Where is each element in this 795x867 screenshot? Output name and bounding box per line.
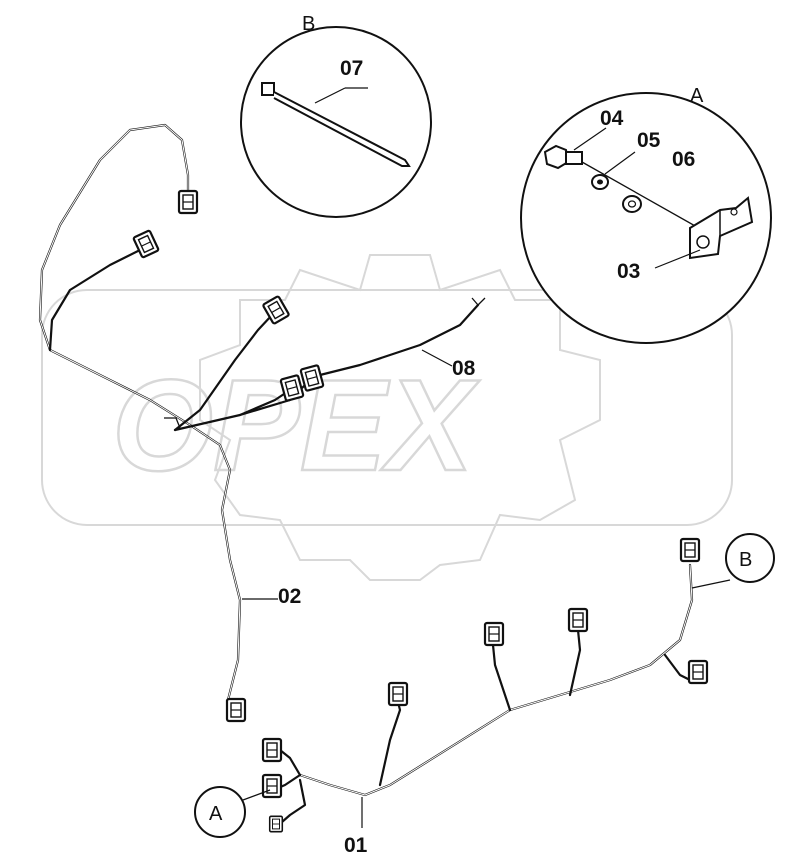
callout-bubble-b: B xyxy=(725,533,775,583)
connector-icon xyxy=(483,621,505,647)
callout-b-letter: B xyxy=(739,549,752,571)
part-label-03: 03 xyxy=(617,260,640,283)
connector-icon xyxy=(132,229,160,259)
connector-icon xyxy=(225,697,247,723)
part-label-02: 02 xyxy=(278,585,301,608)
connector-icon xyxy=(567,607,589,633)
detail-view-b: B xyxy=(240,13,432,218)
part-label-05: 05 xyxy=(637,129,661,152)
connector-icon xyxy=(261,773,283,799)
detail-a-letter: A xyxy=(690,85,704,107)
watermark-text: OPEX xyxy=(112,352,481,498)
harness-01 xyxy=(276,563,731,824)
part-label-08: 08 xyxy=(452,357,476,380)
part-label-01: 01 xyxy=(344,834,368,857)
part-label-06: 06 xyxy=(672,148,695,171)
detail-b-letter: B xyxy=(302,13,315,35)
detail-view-a: A xyxy=(520,85,772,344)
washer-icon xyxy=(591,174,609,190)
connector-icon xyxy=(679,537,701,563)
connector-icon xyxy=(177,189,199,215)
part-label-04: 04 xyxy=(600,107,624,130)
callout-a-letter: A xyxy=(209,803,223,825)
connector-icon xyxy=(687,659,709,685)
washer-icon xyxy=(622,195,642,213)
cable-tie-icon xyxy=(261,82,411,167)
bolt-icon xyxy=(543,144,583,170)
bracket-icon xyxy=(689,196,754,260)
connector-icon xyxy=(387,681,409,707)
connector-icon xyxy=(268,815,284,833)
callout-bubble-a: A xyxy=(194,786,271,838)
connector-icon xyxy=(261,737,283,763)
part-label-07: 07 xyxy=(340,57,363,80)
